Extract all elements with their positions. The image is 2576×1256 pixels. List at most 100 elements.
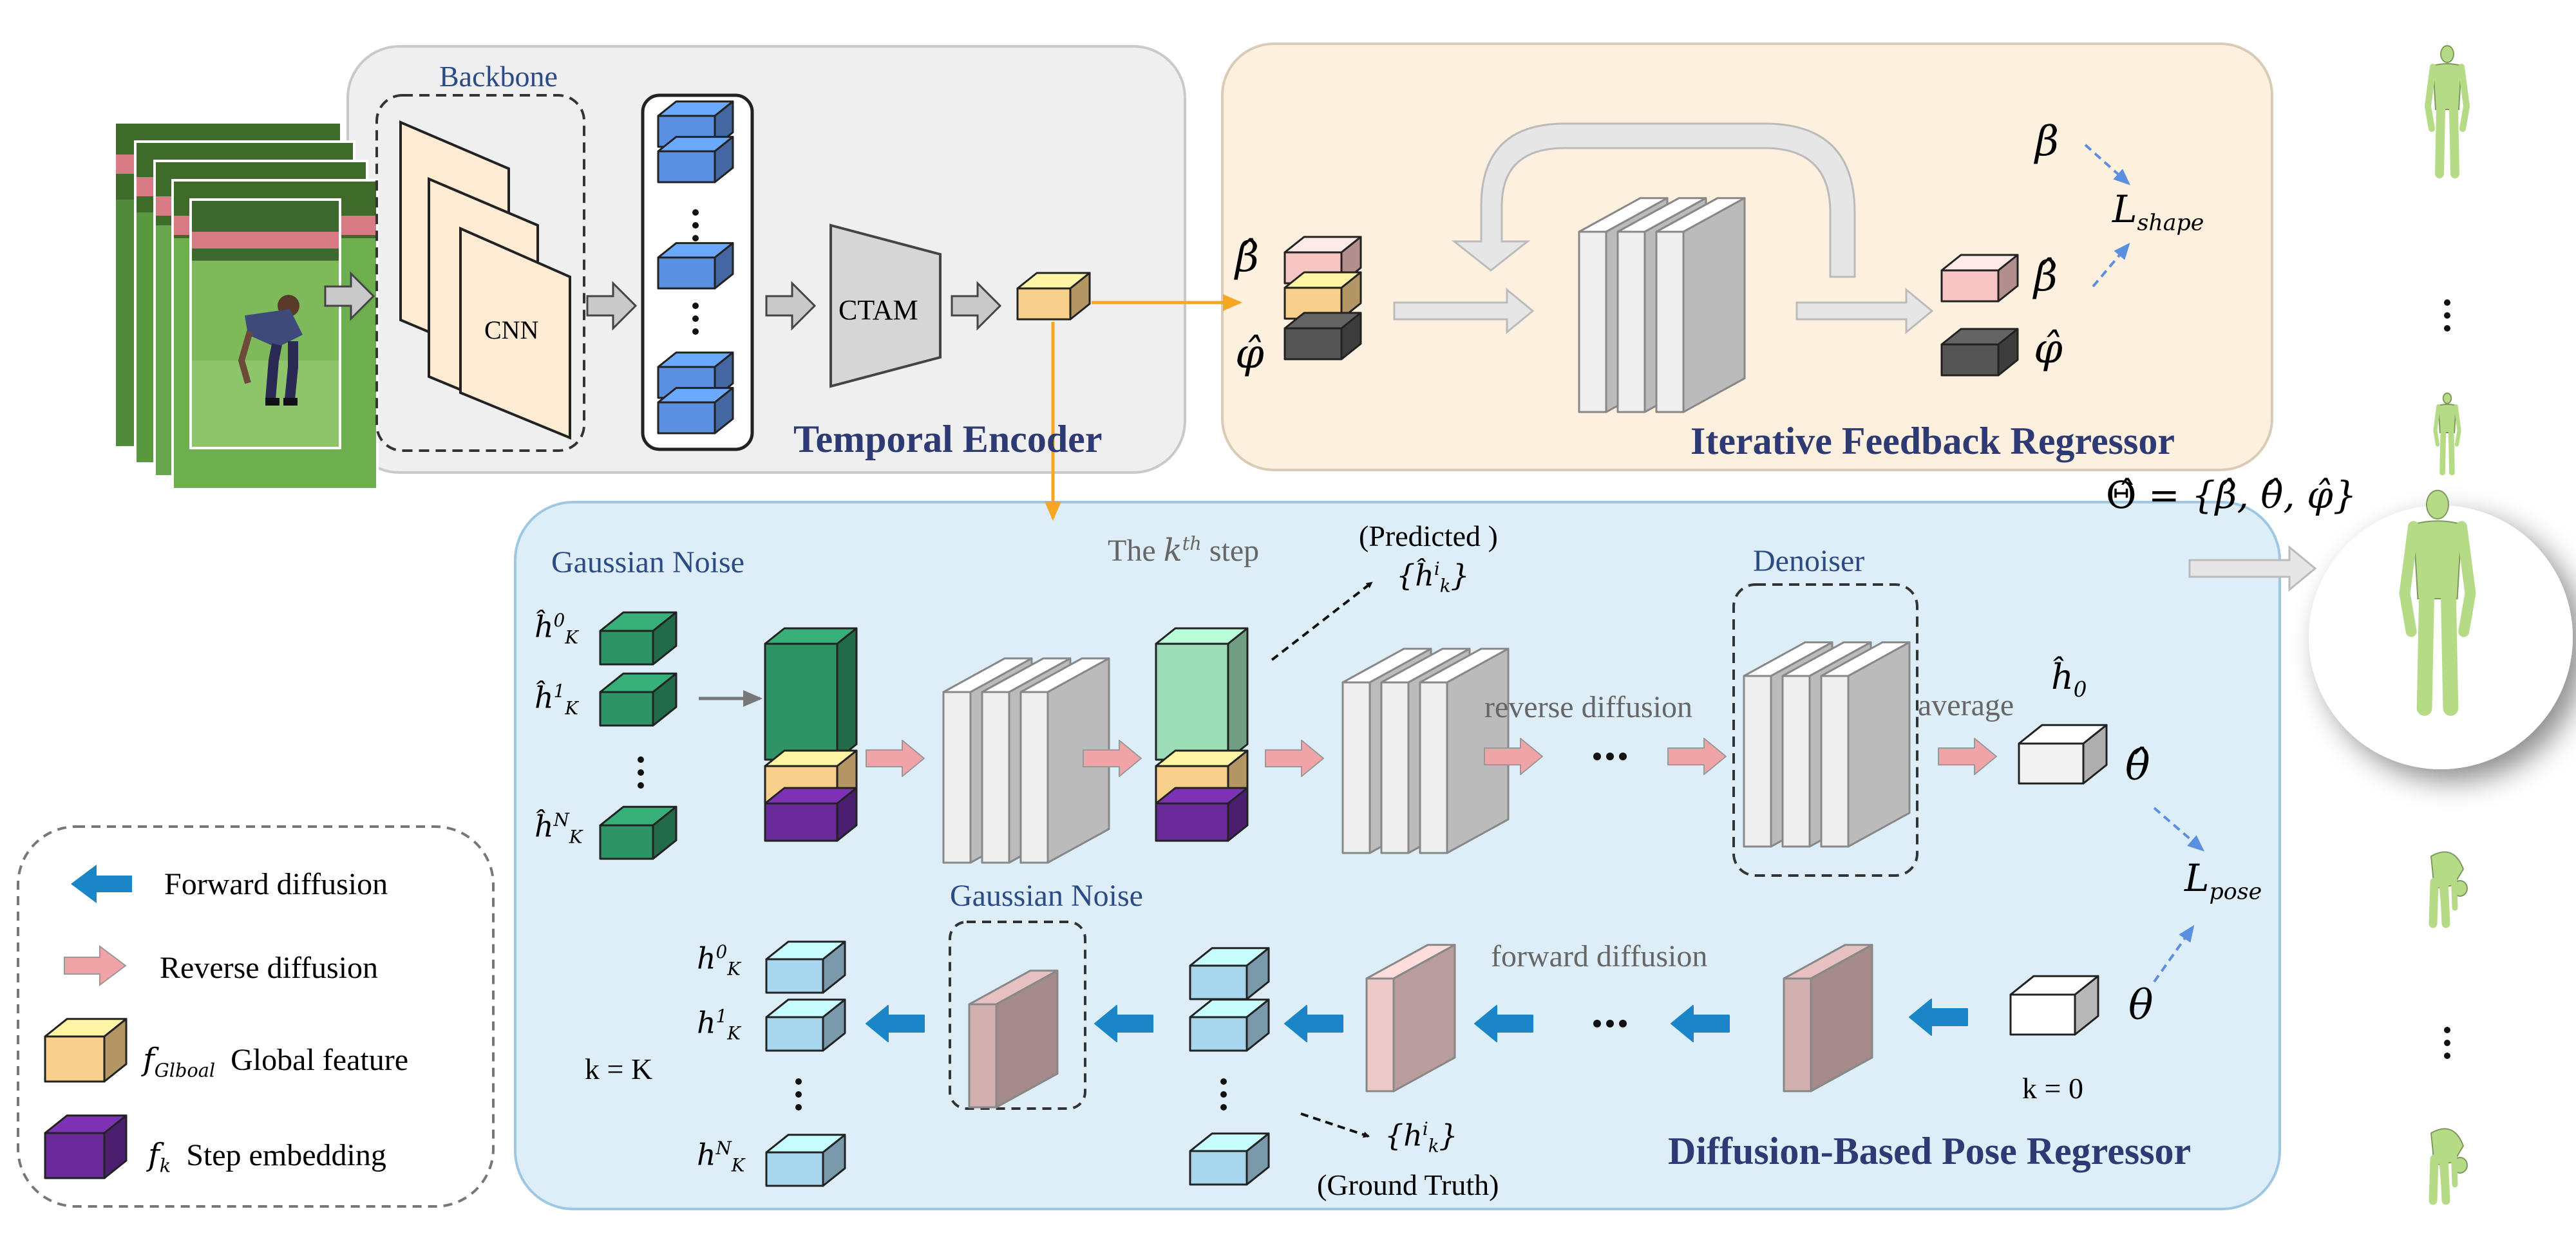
legend-reverse-arrow — [64, 945, 127, 986]
slab-front — [1341, 681, 1371, 854]
cube-side — [103, 1114, 128, 1179]
noised-cube — [765, 1134, 846, 1187]
loss-pose-symbol: L — [2184, 856, 2210, 900]
ground-truth-cube — [1189, 947, 1270, 1000]
slab-front — [942, 691, 972, 864]
reverse-arrow — [1265, 740, 1324, 777]
k-equals-K-label: k = K — [585, 1053, 653, 1085]
cnn-layer — [459, 226, 571, 440]
feature-cube — [657, 387, 734, 435]
mesh-leg — [2429, 877, 2439, 928]
feature-cube — [657, 242, 734, 290]
predicted-set-base: {ĥ — [1396, 558, 1434, 593]
cube-side — [2074, 975, 2099, 1036]
iterative-feedback-title: Iterative Feedback Regressor — [1690, 420, 2175, 462]
loss-shape-symbol: L — [2112, 187, 2137, 231]
theta-hat-label: θ̂ — [2125, 742, 2150, 790]
gt-set-label: {hik} — [1385, 1118, 1458, 1157]
cube-side — [652, 672, 677, 727]
legend-reverse-label: Reverse diffusion — [160, 951, 379, 985]
arrow-theta-to-lpose — [2153, 924, 2195, 983]
phi-feature-cube — [1283, 312, 1362, 361]
theta-cube — [2009, 975, 2099, 1036]
kth-step-suffix: step — [1201, 534, 1260, 568]
arrow-thetahat-to-lpose — [2153, 807, 2205, 852]
reverse-arrow — [866, 740, 925, 777]
noise-cube — [599, 805, 677, 860]
loss-shape-subscript: shape — [2137, 210, 2204, 236]
mesh-arm — [2458, 64, 2470, 132]
slab-side — [1847, 641, 1911, 848]
phi-hat-output-label: φ̂ — [2034, 325, 2063, 373]
mesh-arm — [2450, 866, 2458, 911]
slab-side — [1810, 944, 1873, 1092]
cube-front — [765, 958, 824, 994]
cube-front — [657, 150, 716, 183]
legend-global-subscript: Glboal — [154, 1059, 216, 1082]
forward-arrow — [1474, 1005, 1533, 1042]
mesh-arm — [2450, 1143, 2458, 1188]
theta-cube — [2009, 975, 2099, 1036]
cube-side — [652, 805, 677, 860]
beta-hat-label: β̂ — [1235, 234, 1259, 281]
noisy-pose-slab — [1365, 944, 1456, 1092]
legend-step-cube — [44, 1114, 128, 1179]
cube-front — [764, 802, 838, 842]
mesh-head — [2442, 392, 2452, 404]
slab-front — [1820, 675, 1850, 848]
gaussian-noise-slab — [968, 970, 1059, 1109]
legend-step-cube — [44, 1114, 128, 1179]
denoiser-layer — [1419, 648, 1510, 854]
cube-side — [1227, 787, 1249, 842]
highlighted-body-mesh — [2399, 489, 2476, 716]
body-mesh — [2429, 851, 2468, 928]
arrow-backbone-to-features — [586, 281, 638, 331]
highlighted-body-mesh — [2399, 489, 2476, 716]
regressor-layer — [1655, 197, 1746, 413]
denoiser-label: Denoiser — [1753, 544, 1865, 578]
dashed-arrow-predicted — [1271, 581, 1373, 661]
slab-front — [1365, 977, 1395, 1092]
video-frame-front — [189, 198, 341, 449]
pose-regressor-title: Diffusion-Based Pose Regressor — [1668, 1130, 2192, 1172]
mesh-leg — [2439, 1154, 2450, 1205]
noisy-pose-slab — [1365, 944, 1456, 1092]
cube-front — [1189, 964, 1248, 1000]
forward-diffusion-label: forward diffusion — [1491, 939, 1708, 973]
slab-front — [1419, 681, 1448, 854]
feature-cube — [657, 136, 734, 183]
gaussian-noise-bottom-label: Gaussian Noise — [950, 879, 1143, 913]
slab-side — [1446, 648, 1510, 854]
cube-side — [836, 787, 858, 842]
legend-global-text: Global feature — [231, 1043, 408, 1077]
theta-set-rhs: = {β̂, θ̂, φ̂} — [2148, 473, 2357, 517]
cube-front — [44, 1035, 106, 1083]
phi-output-cube — [1940, 328, 2019, 377]
mesh-leg — [2435, 105, 2445, 178]
legend-step-label: fk Step embedding — [148, 1139, 386, 1175]
h-hat-K-1-label: ĥ1K — [535, 680, 578, 719]
noised-cube-stack — [765, 941, 846, 1187]
cube-front — [1940, 343, 2000, 377]
input-video-frames — [113, 121, 379, 491]
h-K-1-label: h1K — [697, 1005, 741, 1044]
h-K-0-label: h0K — [697, 941, 741, 980]
mesh-leg — [2449, 105, 2459, 178]
predicted-set-label: {ĥik} — [1396, 558, 1470, 597]
gaussian-noise-top-label: Gaussian Noise — [551, 545, 744, 579]
denoiser-layer — [1019, 657, 1110, 864]
body-mesh — [2429, 1128, 2468, 1205]
mesh-head — [2440, 45, 2454, 63]
cube-front — [764, 642, 838, 761]
beta-gt-label: β — [2035, 118, 2059, 165]
forward-arrow — [1671, 1005, 1730, 1042]
gt-set-sup: i — [1422, 1118, 1428, 1139]
noise-cube-stack — [599, 611, 677, 860]
denoiser-layers — [1341, 648, 1510, 854]
forward-arrow — [1094, 1005, 1153, 1042]
kth-step-k: k — [1163, 532, 1182, 568]
arrow-frames-to-backbone — [324, 271, 375, 321]
loss-pose-subscript: pose — [2209, 879, 2262, 905]
arrow-betahat-to-lshape — [2092, 242, 2130, 288]
